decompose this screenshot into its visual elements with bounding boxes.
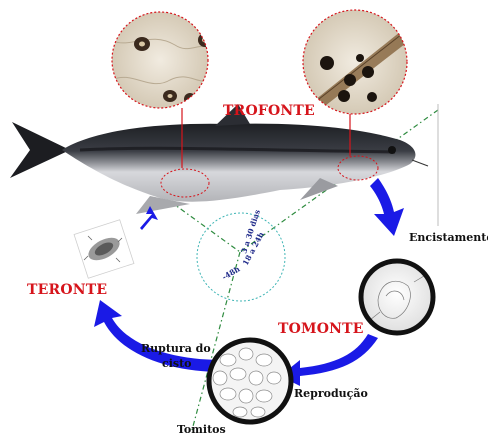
label-ruptura-line2: cisto — [162, 357, 192, 370]
label-ruptura-line1: Ruptura do — [141, 342, 211, 355]
fish-illustration — [10, 104, 428, 214]
label-tomonte: TOMONTE — [278, 321, 364, 337]
arrow-to-reproducao — [280, 334, 378, 386]
trofonte-inset-right — [300, 10, 410, 116]
fish-eye — [388, 146, 396, 154]
fish-barbel — [412, 160, 428, 166]
label-teronte: TERONTE — [27, 282, 107, 298]
encistamento-cyst — [361, 261, 433, 333]
arrow-to-teronte — [94, 300, 222, 372]
fish-body — [62, 124, 415, 202]
fish-tail — [10, 122, 70, 178]
time-clock — [197, 213, 285, 301]
time-label-48h: -48h — [221, 264, 242, 282]
label-reproducao: Reprodução — [294, 387, 368, 400]
arrow-to-encistamento — [370, 178, 404, 236]
tomitos-cyst — [209, 340, 291, 422]
label-tomitos: Tomitos — [177, 423, 226, 436]
teronte-organism — [74, 220, 134, 279]
label-trofonte: TROFONTE — [223, 103, 315, 119]
label-encistamento: Encistamento — [409, 231, 488, 244]
trofonte-inset-left — [110, 12, 212, 108]
